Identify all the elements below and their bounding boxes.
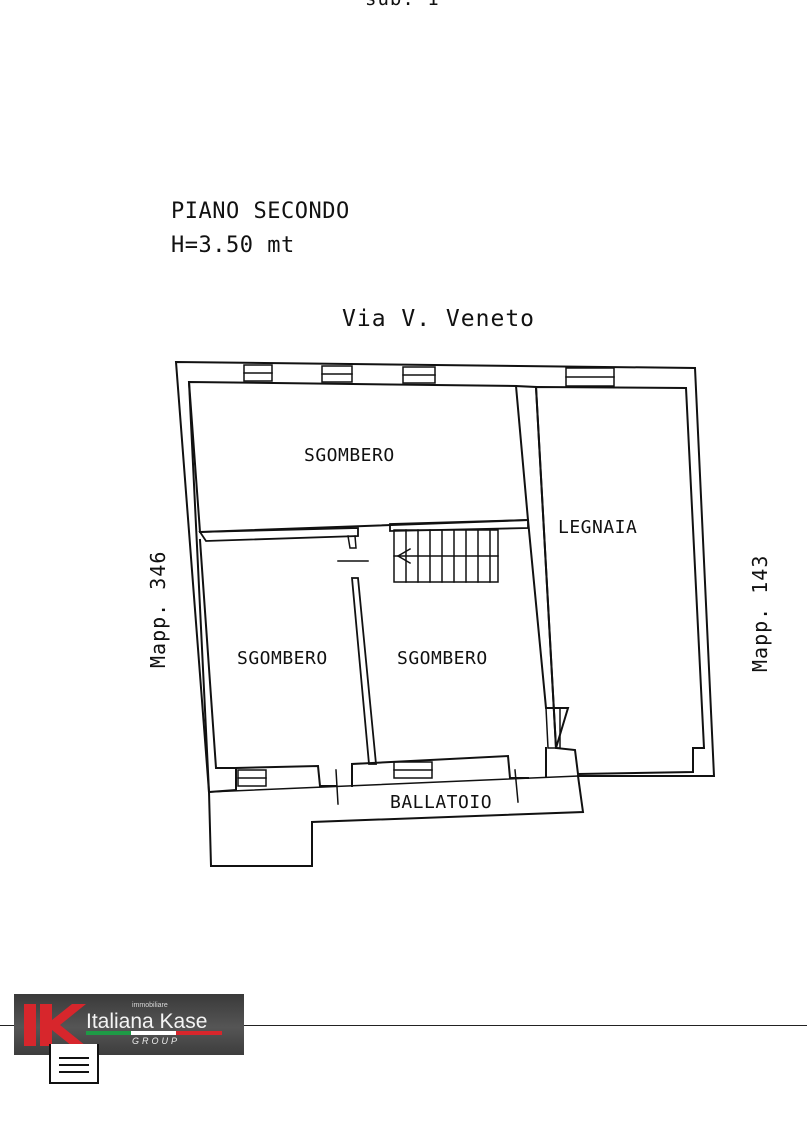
logo-flag-stripe (86, 1031, 222, 1035)
page-divider (0, 1025, 807, 1026)
corridor-wall (198, 527, 359, 542)
room-label: SGOMBERO (397, 648, 488, 669)
ballatoio-outline (208, 775, 579, 793)
partition-wall (545, 707, 561, 749)
partition-wall (514, 384, 570, 749)
ik-logo-icon (24, 1004, 86, 1046)
room-label: BALLATOIO (390, 792, 493, 813)
logo-tagline: immobiliare (132, 1002, 168, 1009)
logo-group: GROUP (132, 1036, 181, 1046)
door-jamb (347, 535, 357, 549)
west-inner-wall (198, 538, 237, 769)
room-label: SGOMBERO (304, 445, 395, 466)
floor-height: H=3.50 mt (171, 233, 295, 258)
parcel-label-left: Mapp. 346 (146, 550, 170, 668)
staircase (393, 529, 499, 583)
room-label: SGOMBERO (237, 648, 328, 669)
window-set (237, 364, 615, 787)
sheet-sub-label: sub. 1 (365, 0, 440, 10)
corridor-wall (389, 519, 529, 532)
bottom-wall (207, 764, 337, 794)
menu-icon[interactable] (49, 1044, 99, 1084)
street-label: Via V. Veneto (342, 306, 536, 332)
logo-name: Italiana Kase (86, 1010, 208, 1033)
middle-partition (351, 577, 377, 765)
floor-name: PIANO SECONDO (171, 199, 350, 224)
parcel-label-right: Mapp. 143 (748, 554, 772, 672)
outer-wall (174, 360, 716, 867)
room-label: LEGNAIA (558, 517, 638, 538)
legnaia-outline (534, 385, 706, 776)
west-wall-line (187, 380, 211, 794)
